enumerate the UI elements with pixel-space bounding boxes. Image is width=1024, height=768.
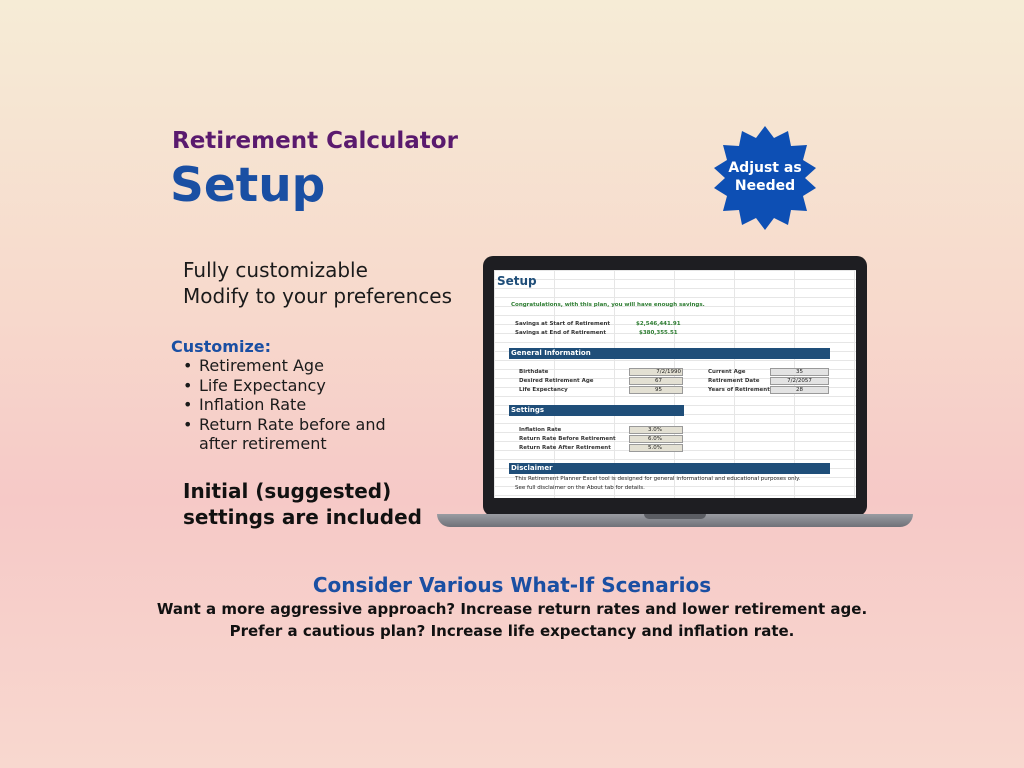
- retirement-date-value: 7/2/2057: [770, 377, 829, 385]
- life-expectancy-field[interactable]: 95: [629, 386, 683, 394]
- list-item: Inflation Rate: [183, 395, 419, 415]
- intro-line-1: Fully customizable: [183, 258, 368, 282]
- scenario-line-2: Prefer a cautious plan? Increase life ex…: [229, 622, 795, 640]
- years-of-retirement-label: Years of Retirement: [708, 387, 770, 393]
- retirement-age-label: Desired Retirement Age: [519, 378, 594, 384]
- initial-settings-note: Initial (suggested) settings are include…: [183, 479, 422, 529]
- scenarios-title: Consider Various What-If Scenarios: [312, 573, 712, 597]
- retirement-date-label: Retirement Date: [708, 378, 760, 384]
- retirement-age-field[interactable]: 67: [629, 377, 683, 385]
- adjust-badge: Adjust as Needed: [712, 126, 818, 230]
- subtitle: Retirement Calculator: [172, 128, 458, 154]
- settings-header: Settings: [509, 405, 684, 416]
- scenario-line-1: Want a more aggressive approach? Increas…: [156, 600, 868, 618]
- page-title: Setup: [170, 158, 326, 213]
- laptop-base: [437, 514, 913, 527]
- years-of-retirement-value: 28: [770, 386, 829, 394]
- disclaimer-line-2: See full disclaimer on the About tab for…: [515, 485, 645, 491]
- laptop-notch: [644, 514, 706, 519]
- congrats-message: Congratulations, with this plan, you wil…: [511, 302, 705, 308]
- savings-start-label: Savings at Start of Retirement: [515, 321, 611, 327]
- birthdate-field[interactable]: 7/2/1990: [629, 368, 683, 376]
- inflation-rate-label: Inflation Rate: [519, 427, 562, 433]
- disclaimer-header: Disclaimer: [509, 463, 830, 474]
- life-expectancy-label: Life Expectancy: [519, 387, 568, 393]
- savings-end-value: $380,355.51: [639, 330, 678, 336]
- savings-start-value: $2,546,441.91: [636, 321, 681, 327]
- starburst-icon: [714, 126, 816, 230]
- intro-line-2: Modify to your preferences: [183, 284, 453, 308]
- current-age-label: Current Age: [708, 369, 746, 375]
- intro-text: Fully customizable Modify to your prefer…: [183, 257, 452, 309]
- return-after-label: Return Rate After Retirement: [519, 445, 611, 451]
- return-after-field[interactable]: 5.0%: [629, 444, 683, 452]
- sheet-title: Setup: [497, 274, 537, 288]
- list-item: Return Rate before and after retirement: [183, 415, 419, 454]
- return-before-label: Return Rate Before Retirement: [519, 436, 616, 442]
- list-item: Life Expectancy: [183, 376, 419, 396]
- birthdate-label: Birthdate: [519, 369, 549, 375]
- inflation-rate-field[interactable]: 3.0%: [629, 426, 683, 434]
- spreadsheet-screen: Setup Congratulations, with this plan, y…: [494, 270, 856, 498]
- savings-end-label: Savings at End of Retirement: [515, 330, 606, 336]
- general-info-header: General Information: [509, 348, 830, 359]
- list-item: Retirement Age: [183, 356, 419, 376]
- customize-label: Customize:: [171, 337, 272, 356]
- current-age-value: 35: [770, 368, 829, 376]
- customize-list: Retirement Age Life Expectancy Inflation…: [183, 356, 419, 454]
- badge-text: Adjust as Needed: [728, 160, 802, 194]
- return-before-field[interactable]: 6.0%: [629, 435, 683, 443]
- disclaimer-line-1: This Retirement Planner Excel tool is de…: [515, 476, 801, 482]
